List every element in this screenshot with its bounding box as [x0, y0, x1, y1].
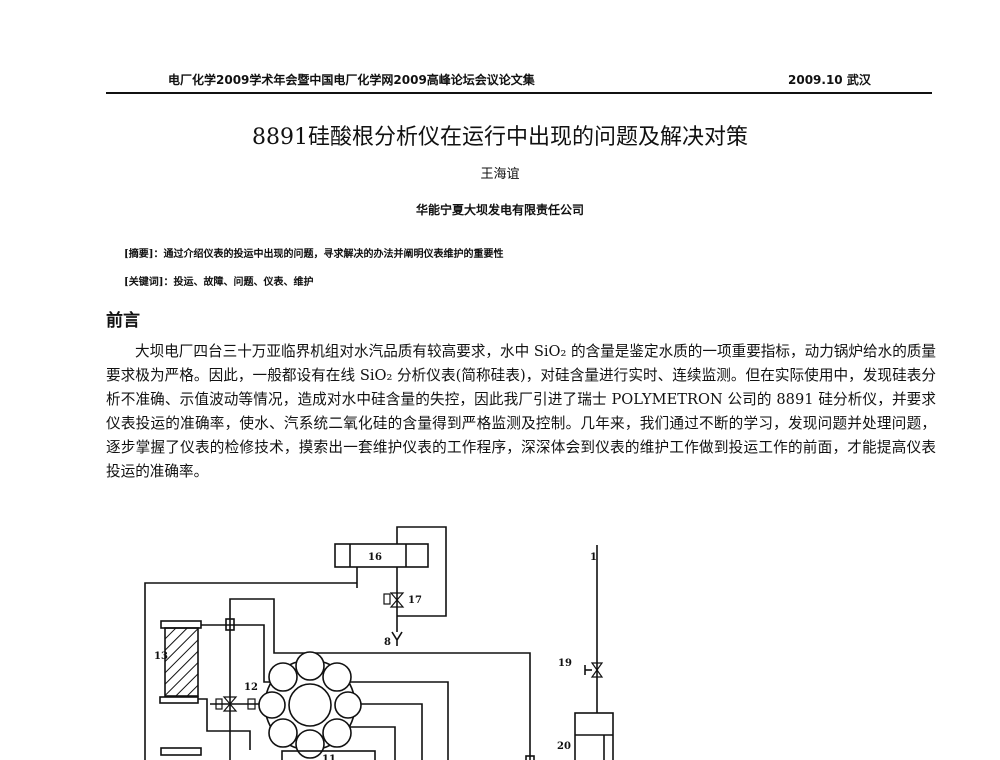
running-header-right: 2009.10 武汉 — [788, 73, 871, 87]
column-lower — [160, 747, 202, 756]
label-19: 19 — [558, 658, 572, 669]
label-11: 11 — [322, 754, 336, 760]
affiliation: 华能宁夏大坝发电有限责任公司 — [415, 203, 584, 217]
multiport-valve — [258, 651, 362, 759]
pipe — [144, 582, 357, 760]
intro-paragraph: 大坝电厂四台三十万亚临界机组对水汽品质有较高要求，水中 SiO₂ 的含量是鉴定水… — [106, 343, 936, 480]
label-20: 20 — [557, 741, 571, 752]
valve-12-icon — [215, 696, 256, 712]
fitting — [225, 618, 235, 631]
keywords: [关键词]：投运、故障、问题、仪表、维护 — [124, 277, 314, 288]
pipe — [198, 698, 251, 750]
label-1: 1 — [590, 552, 597, 563]
fitting — [525, 755, 535, 760]
running-header-left: 电厂化学2009学术年会暨中国电厂化学网2009高峰论坛会议论文集 — [168, 73, 535, 87]
column-13 — [159, 620, 202, 704]
label-16: 16 — [368, 552, 382, 563]
drain-icon — [391, 631, 403, 646]
label-13: 13 — [154, 651, 168, 662]
header-rule — [106, 92, 932, 94]
abstract: [摘要]：通过介绍仪表的投运中出现的问题，寻求解决的办法并阐明仪表维护的重要性 — [124, 249, 504, 260]
author: 王海谊 — [480, 167, 520, 182]
box-11 — [281, 750, 376, 760]
pipe — [396, 526, 447, 617]
paper-title: 8891硅酸根分析仪在运行中出现的问题及解决对策 — [252, 125, 748, 150]
vessel-20 — [574, 712, 614, 760]
pipe — [229, 598, 531, 760]
pipe — [201, 624, 449, 760]
label-17: 17 — [408, 595, 422, 606]
section-title: 前言 — [106, 311, 140, 331]
valve-17-icon — [383, 592, 405, 608]
label-12: 12 — [244, 682, 258, 693]
label-8: 8 — [384, 637, 391, 648]
reagent-tank-16 — [334, 543, 429, 568]
valve-19-icon — [584, 662, 604, 678]
